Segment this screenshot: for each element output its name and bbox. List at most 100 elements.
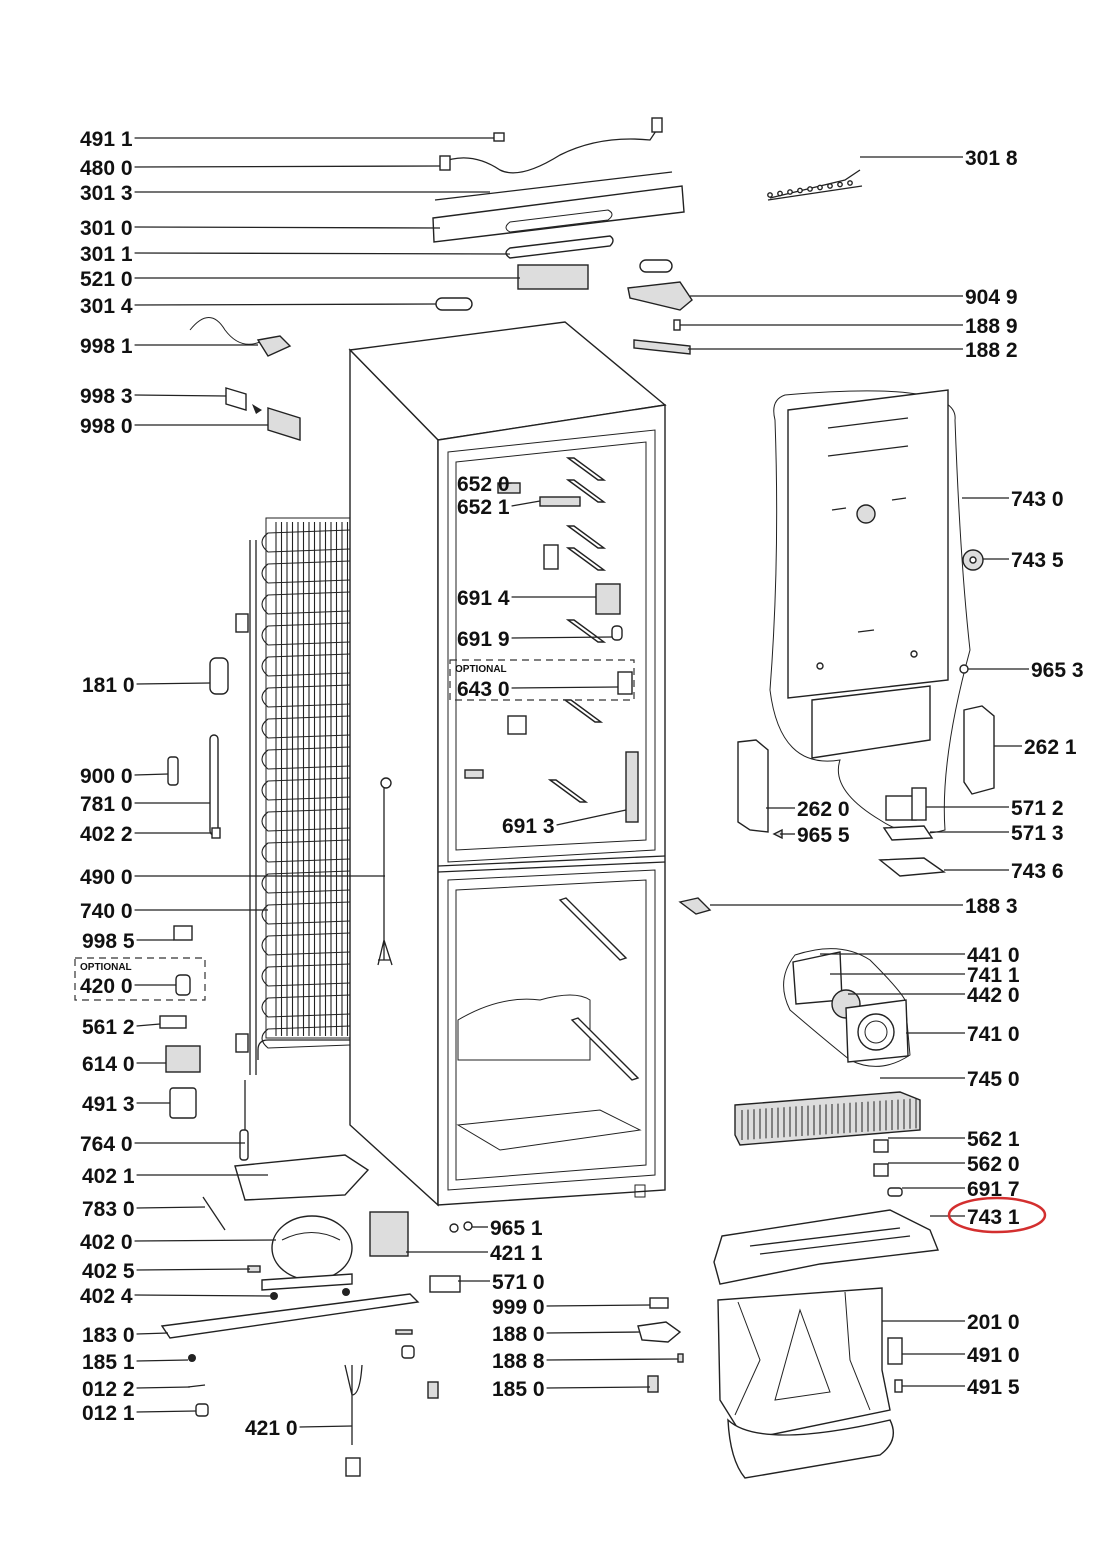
part-label-521-0: 521 0 [80, 268, 133, 291]
leader-line-402-5 [136, 1268, 251, 1271]
part-label-743-1: 743 1 [967, 1206, 1020, 1229]
coil-tube-loop [261, 994, 351, 1018]
part-label-691-7: 691 7 [967, 1178, 1020, 1201]
part-label-745-0: 745 0 [967, 1068, 1020, 1091]
optional-tag-643-0: OPTIONAL [455, 664, 507, 675]
part-label-691-4: 691 4 [457, 587, 510, 610]
leader-line-301-1 [134, 252, 511, 255]
part-label-562-1: 562 1 [967, 1128, 1020, 1151]
part-301-0 [432, 185, 685, 243]
part-743-0 [787, 389, 949, 699]
shelf-rail [565, 619, 607, 643]
part-188-3 [678, 897, 712, 915]
leader-line-012-1 [136, 1410, 197, 1413]
part-402-2 [211, 827, 221, 839]
part-label-012-1: 012 1 [82, 1402, 135, 1425]
coil-tube-loop [261, 808, 351, 832]
coil-tube-loop [261, 684, 351, 708]
part-643-0 [617, 671, 633, 695]
part-490-0 [377, 780, 393, 966]
part-480-0 [439, 155, 451, 171]
part-012-1 [195, 1403, 209, 1417]
part-label-904-9: 904 9 [965, 286, 1018, 309]
part-label-421-1: 421 1 [490, 1242, 543, 1265]
fan-evaporator-group [734, 948, 921, 1197]
part-label-188-0: 188 0 [492, 1323, 545, 1346]
part-491-5 [894, 1379, 903, 1393]
part-402-0 [271, 1215, 353, 1281]
evaporator-cover-group [678, 389, 995, 915]
part-301-4 [435, 297, 473, 311]
shelf-rail [547, 779, 589, 803]
part-label-743-6: 743 6 [1011, 860, 1064, 883]
part-label-441-0: 441 0 [967, 944, 1020, 967]
part-998-1 [256, 335, 292, 357]
part-label-571-2: 571 2 [1011, 797, 1064, 820]
part-label-442-0: 442 0 [967, 984, 1020, 1007]
part-label-188-2: 188 2 [965, 339, 1018, 362]
leader-lines [134, 137, 1029, 1428]
bracket-tooth [797, 187, 803, 194]
leader-line-691-9 [511, 636, 613, 639]
part-label-652-1: 652 1 [457, 496, 510, 519]
part-label-999-0: 999 0 [492, 1296, 545, 1319]
part-label-491-3: 491 3 [82, 1093, 135, 1116]
leader-line-188-0 [546, 1331, 641, 1334]
part-012-2 [187, 1384, 206, 1388]
part-label-764-0: 764 0 [80, 1133, 133, 1156]
part-label-643-0: 643 0 [457, 678, 510, 701]
part-402-4 [270, 1292, 278, 1300]
leader-line-421-0 [299, 1425, 353, 1428]
part-label-301-4: 301 4 [80, 295, 133, 318]
part-label-998-5: 998 5 [82, 930, 135, 953]
part-904-9 [627, 281, 693, 311]
leader-line-643-0 [511, 686, 619, 689]
part-label-402-0: 402 0 [80, 1231, 133, 1254]
part-965-1 [449, 1223, 459, 1233]
part-571-3 [882, 825, 934, 841]
bracket-tooth [837, 181, 843, 188]
coil-tube-loop [261, 777, 351, 801]
part-999-0 [649, 1297, 669, 1309]
shelf-rail [565, 547, 607, 571]
part-652-1 [539, 496, 581, 507]
coil-tube-loop [261, 591, 351, 615]
leader-line-301-0 [134, 226, 441, 229]
part-label-781-0: 781 0 [80, 793, 133, 816]
optional-box-643-0 [449, 659, 635, 701]
bracket-tooth [827, 183, 833, 189]
part-998-0 [267, 407, 301, 441]
drawer-rail [558, 897, 628, 961]
part-label-301-3: 301 3 [80, 182, 133, 205]
part-491-1 [493, 132, 505, 142]
leader-line-185-0 [546, 1386, 651, 1389]
part-label-402-1: 402 1 [82, 1165, 135, 1188]
top-parts [189, 117, 863, 441]
part-998-5 [173, 925, 193, 941]
part-562-1 [873, 1139, 889, 1153]
leader-line-402-4 [134, 1294, 271, 1297]
part-402-1 [234, 1154, 370, 1201]
coil-tube-loop [261, 932, 351, 956]
part-label-185-1: 185 1 [82, 1351, 135, 1374]
optional-box-420-0 [74, 957, 206, 1001]
part-label-188-9: 188 9 [965, 315, 1018, 338]
part-label-301-1: 301 1 [80, 243, 133, 266]
part-743-1 [713, 1209, 939, 1285]
part-691-9 [611, 625, 623, 641]
part-781-0 [209, 734, 219, 836]
part-900-0 [167, 756, 179, 786]
leader-line-999-0 [546, 1304, 651, 1307]
part-label-998-3: 998 3 [80, 385, 133, 408]
part-691-4 [595, 583, 621, 615]
leader-line-183-0 [136, 1332, 169, 1335]
bracket-tooth [787, 189, 793, 195]
part-label-491-1: 491 1 [80, 128, 133, 151]
part-label-421-0: 421 0 [245, 1417, 298, 1440]
coil-tube-loop [261, 963, 351, 987]
part-label-301-0: 301 0 [80, 217, 133, 240]
part-label-741-1: 741 1 [967, 964, 1020, 987]
drawer-rail [570, 1017, 640, 1081]
part-262-0 [737, 739, 769, 833]
